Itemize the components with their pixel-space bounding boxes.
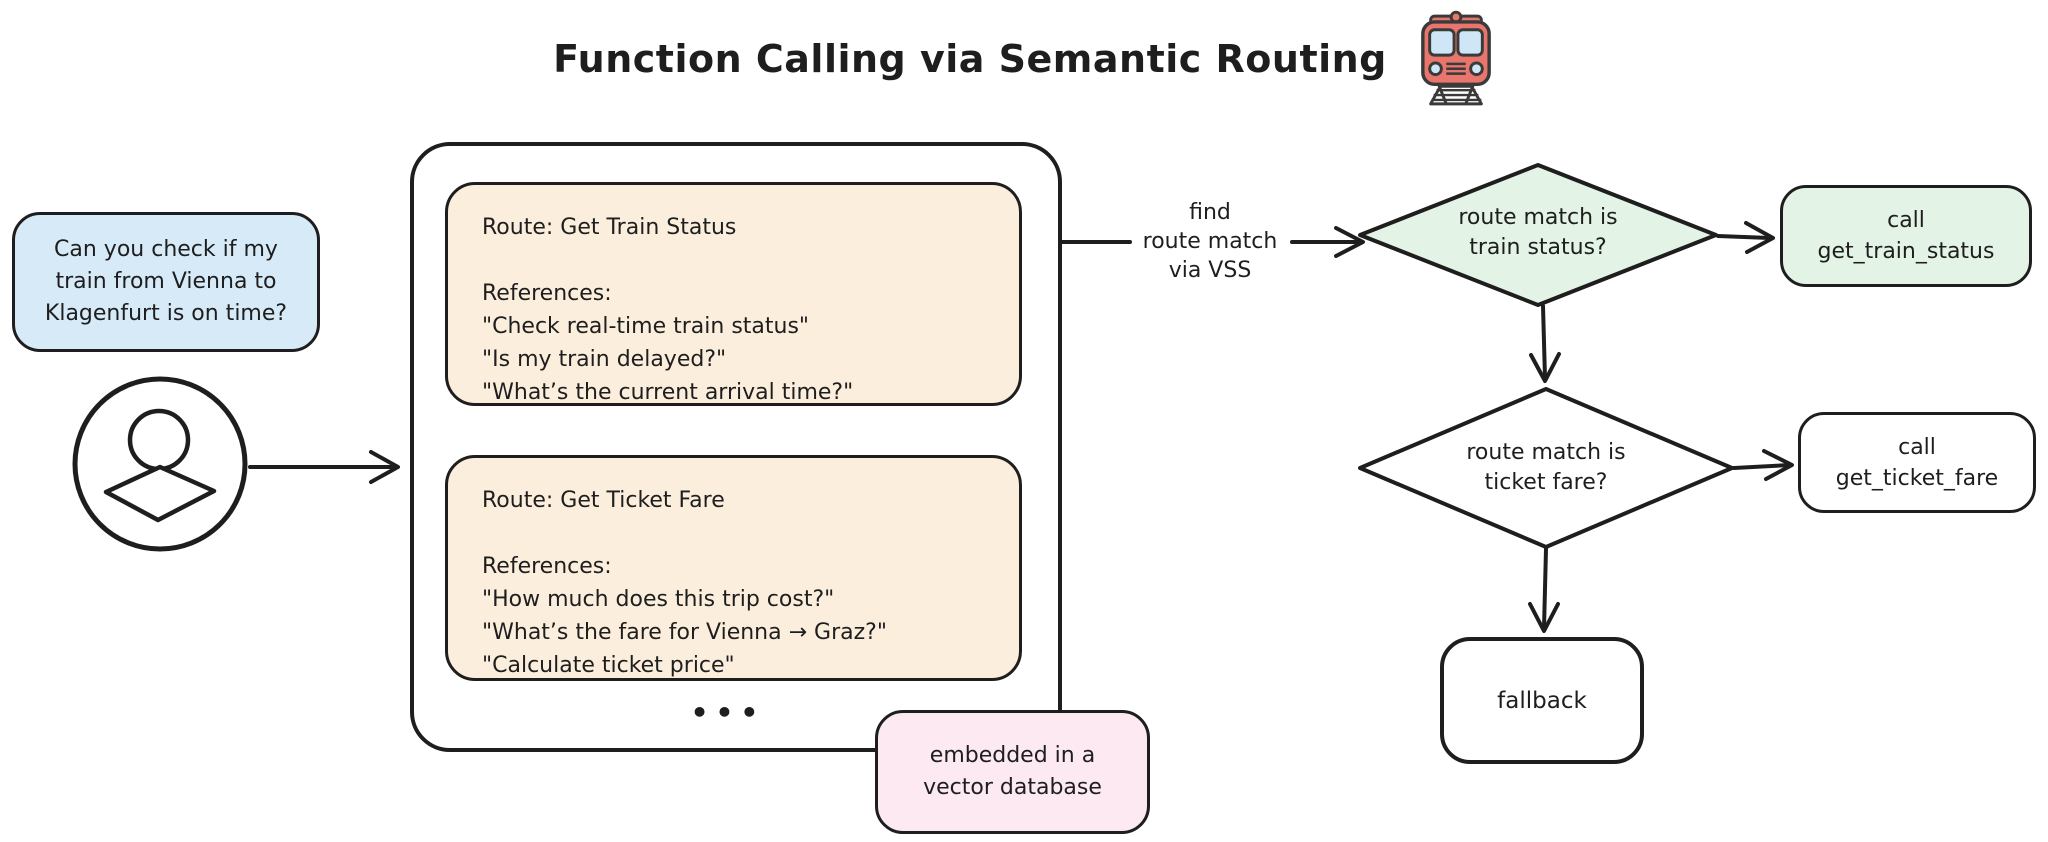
- call-get-train-status-box: call get_train_status: [1780, 185, 2032, 287]
- references-label: References:: [482, 554, 612, 579]
- person-icon: [72, 376, 248, 552]
- call-get-ticket-fare-box: call get_ticket_fare: [1798, 412, 2036, 513]
- route-card-title: Route: Get Ticket Fare: [482, 488, 725, 513]
- route-card-title: Route: Get Train Status: [482, 215, 737, 240]
- fallback-box: fallback: [1440, 637, 1644, 764]
- arrow-user-to-routes: [248, 450, 400, 484]
- vector-database-note: embedded in a vector database: [875, 710, 1150, 834]
- reference-line: "Calculate ticket price": [482, 653, 735, 678]
- route-card-ticket-fare: Route: Get Ticket Fare References: "How …: [445, 455, 1022, 681]
- title-row: Function Calling via Semantic Routing: [0, 10, 2048, 108]
- arrow-decision1-to-decision2: [1529, 304, 1561, 383]
- page-title: Function Calling via Semantic Routing: [553, 37, 1387, 81]
- decision-ticket-fare-diamond: [1358, 387, 1734, 549]
- route-card-references: References: "Check real-time train statu…: [482, 277, 999, 409]
- tram-icon: [1421, 10, 1491, 106]
- decision-train-status-label: route match is train status?: [1458, 205, 1618, 260]
- arrow-decision2-to-call-fare: [1732, 449, 1794, 481]
- arrow-decision1-to-call-train: [1716, 221, 1775, 254]
- decision-train-status-diamond: [1358, 163, 1718, 307]
- reference-line: "How much does this trip cost?": [482, 587, 835, 612]
- references-label: References:: [482, 281, 612, 306]
- route-card-references: References: "How much does this trip cos…: [482, 550, 999, 682]
- more-routes-ellipsis: •••: [690, 696, 766, 729]
- reference-line: "Check real-time train status": [482, 314, 810, 339]
- decision-ticket-fare-label: route match is ticket fare?: [1466, 440, 1626, 495]
- find-route-match-label: find route match via VSS: [1142, 200, 1278, 283]
- arrow-decision2-to-fallback: [1528, 547, 1560, 633]
- reference-line: "What’s the current arrival time?": [482, 380, 854, 405]
- reference-line: "Is my train delayed?": [482, 347, 727, 372]
- user-query-bubble: Can you check if my train from Vienna to…: [12, 212, 320, 352]
- reference-line: "What’s the fare for Vienna → Graz?": [482, 620, 887, 645]
- route-card-train-status: Route: Get Train Status References: "Che…: [445, 182, 1022, 406]
- arrow-routes-to-decision1: [1060, 226, 1365, 258]
